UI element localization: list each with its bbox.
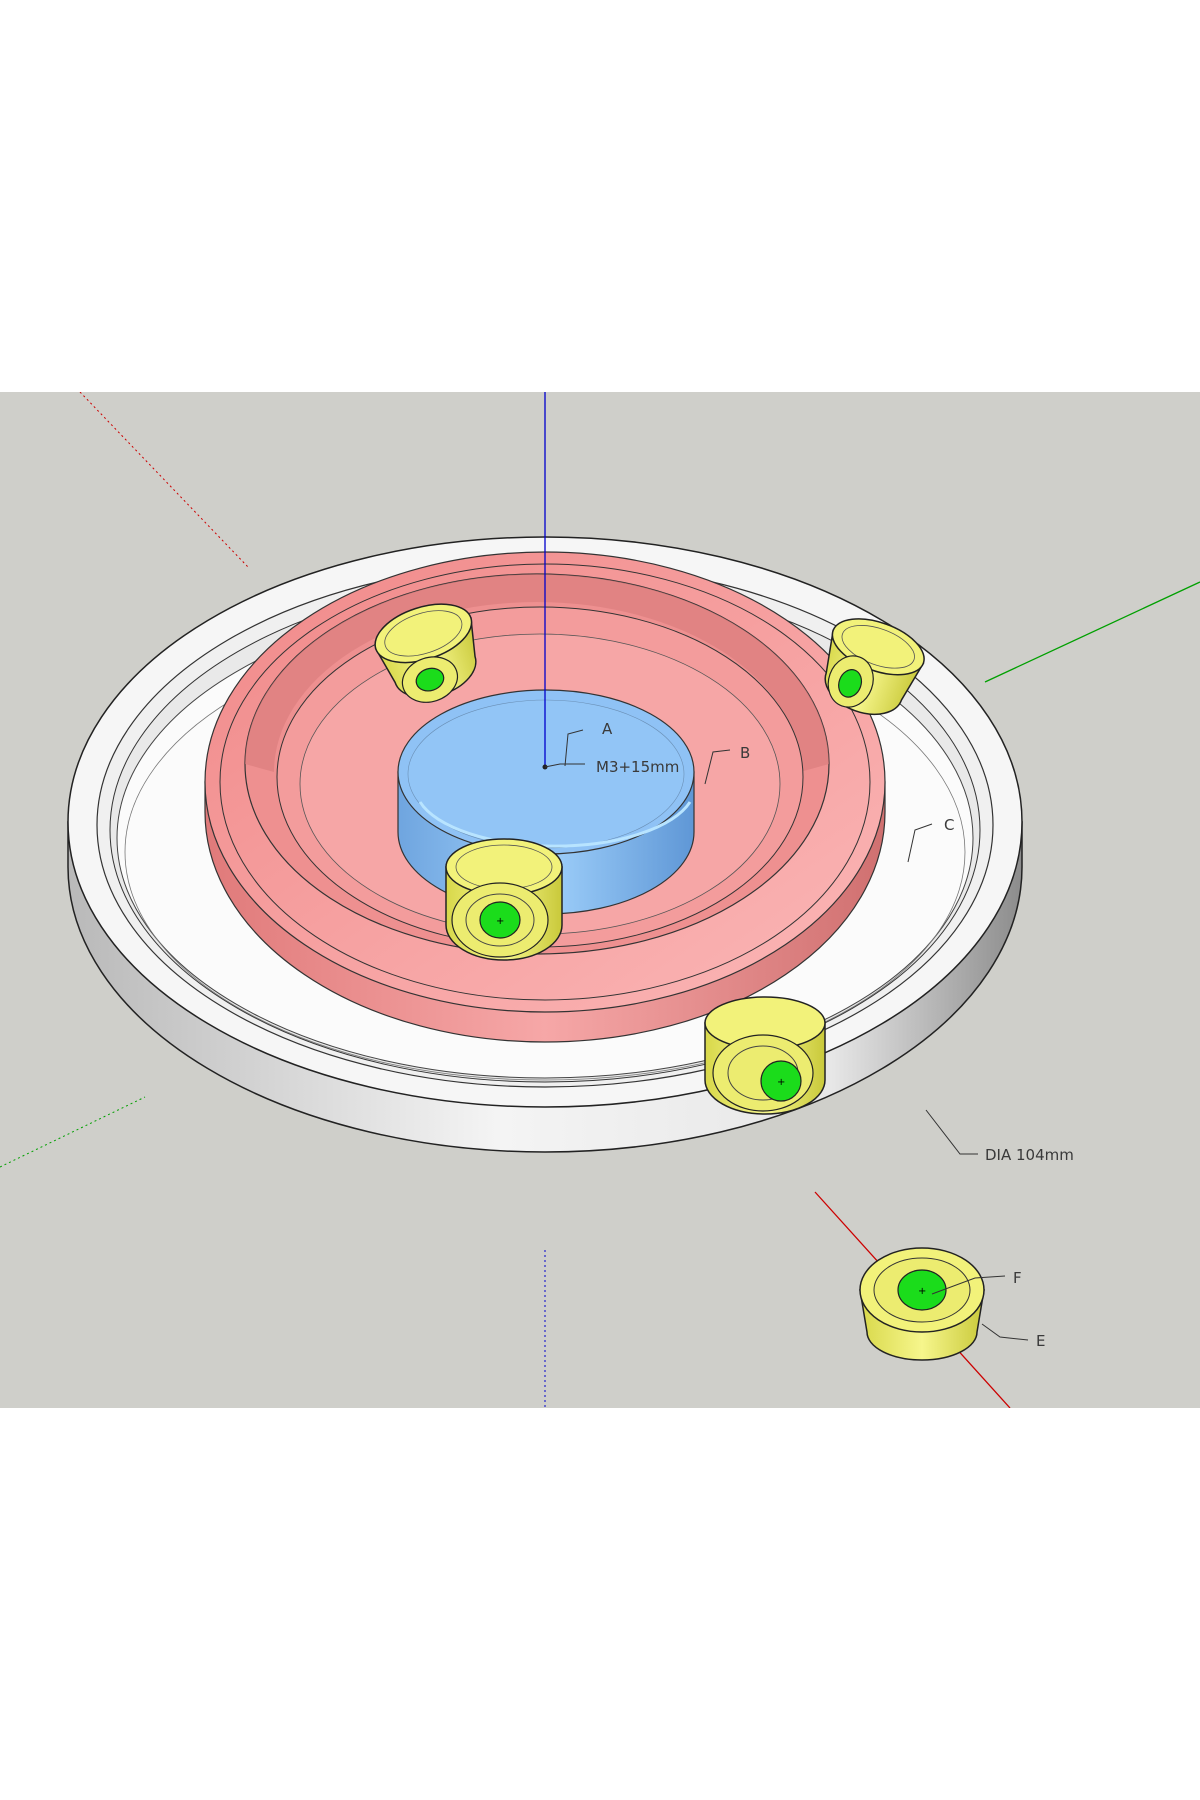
label-c: C [944, 816, 954, 834]
label-screw-spec: M3+15mm [596, 758, 679, 776]
label-f-leader [931, 1275, 1006, 1295]
svg-text:+: + [777, 1077, 785, 1088]
green-axis-dotted [0, 1096, 146, 1168]
label-screw-leader [544, 763, 585, 768]
roller-top-left [374, 603, 477, 703]
label-e: E [1036, 1332, 1045, 1350]
roller-center: + [445, 838, 563, 961]
center-disc-part-a [397, 689, 695, 915]
roller-standalone-part-e: + [859, 1247, 985, 1361]
green-axis [984, 581, 1200, 683]
assembly-drawing: + + + A M3+15mm B C DIA 104mm F [0, 392, 1200, 1408]
svg-text:+: + [496, 916, 504, 927]
label-diameter: DIA 104mm [985, 1146, 1074, 1164]
red-axis-dotted [79, 392, 249, 568]
roller-top-right [824, 618, 925, 716]
label-b-leader [704, 749, 731, 785]
modeling-viewport[interactable]: + + + A M3+15mm B C DIA 104mm F [0, 392, 1200, 1408]
label-f: F [1013, 1269, 1022, 1287]
roller-lower-right: + [704, 996, 826, 1115]
label-b: B [740, 744, 750, 762]
label-c-leader [907, 823, 933, 863]
label-diameter-leader [925, 1109, 978, 1155]
svg-text:+: + [918, 1286, 926, 1297]
label-a-leader [564, 729, 584, 767]
label-a: A [602, 720, 613, 738]
label-e-leader [981, 1323, 1029, 1341]
